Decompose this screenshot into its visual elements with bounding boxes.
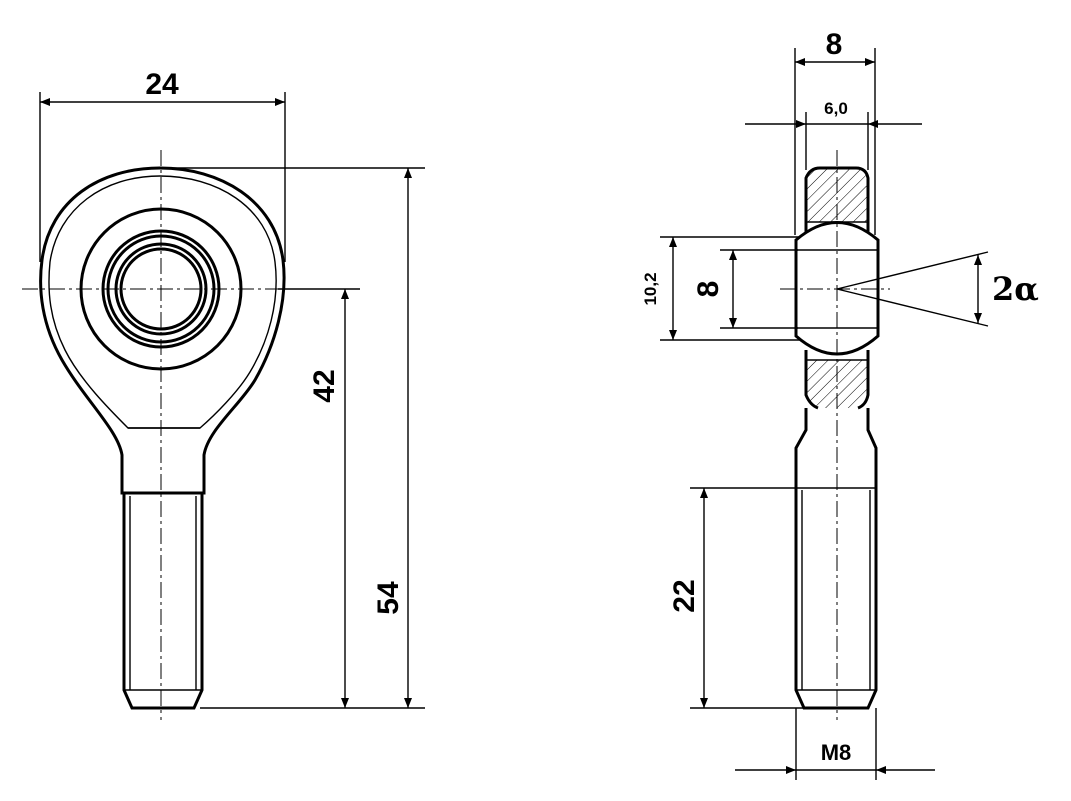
dim-thread-label: M8 — [821, 740, 852, 765]
bore-circle — [119, 247, 203, 331]
side-ball — [794, 221, 880, 356]
side-shank — [794, 408, 878, 710]
dim-width-label: 24 — [145, 68, 179, 101]
side-view: 8 6,0 10,2 8 2α 22 M8 — [641, 28, 1039, 780]
front-view: 24 42 54 — [22, 68, 425, 720]
threaded-shank — [122, 491, 204, 710]
dim-ball-diameter-label: 10,2 — [641, 272, 660, 305]
dim-thread-length-label: 22 — [668, 579, 701, 612]
dim-total-height-label: 54 — [372, 581, 405, 615]
dim-housing-width-label: 6,0 — [824, 99, 848, 118]
dim-bore-label: 8 — [692, 281, 725, 298]
dim-ball-width-label: 8 — [826, 28, 843, 61]
housing-inner-line — [48, 175, 277, 429]
side-housing-outline — [804, 166, 870, 232]
dim-angle-label: 2α — [992, 270, 1039, 308]
dim-center-height-label: 42 — [308, 369, 341, 402]
housing-outline — [39, 166, 286, 495]
